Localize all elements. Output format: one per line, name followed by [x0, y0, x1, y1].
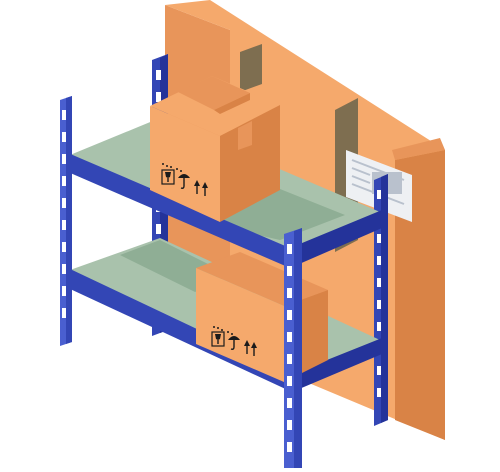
this-way-up-arrows-icon	[194, 180, 208, 196]
this-way-up-arrows-icon	[244, 340, 257, 356]
fragile-glass-icon	[211, 331, 225, 347]
fragile-glass-icon	[161, 169, 175, 185]
upper-shelf-front-beam	[68, 153, 290, 268]
rack-back-post-right	[374, 174, 388, 426]
upper-cardboard-box	[150, 76, 280, 222]
large-box-tape-1	[240, 44, 262, 92]
large-box-side-face	[395, 150, 445, 440]
upper-shelf-shadow	[170, 185, 345, 240]
large-box-top-edge	[392, 138, 445, 160]
rack-front-post-right	[284, 228, 302, 468]
rack-front-post-left	[60, 96, 72, 346]
keep-dry-umbrella-icon	[228, 336, 240, 350]
keep-dry-umbrella-icon	[178, 174, 190, 189]
